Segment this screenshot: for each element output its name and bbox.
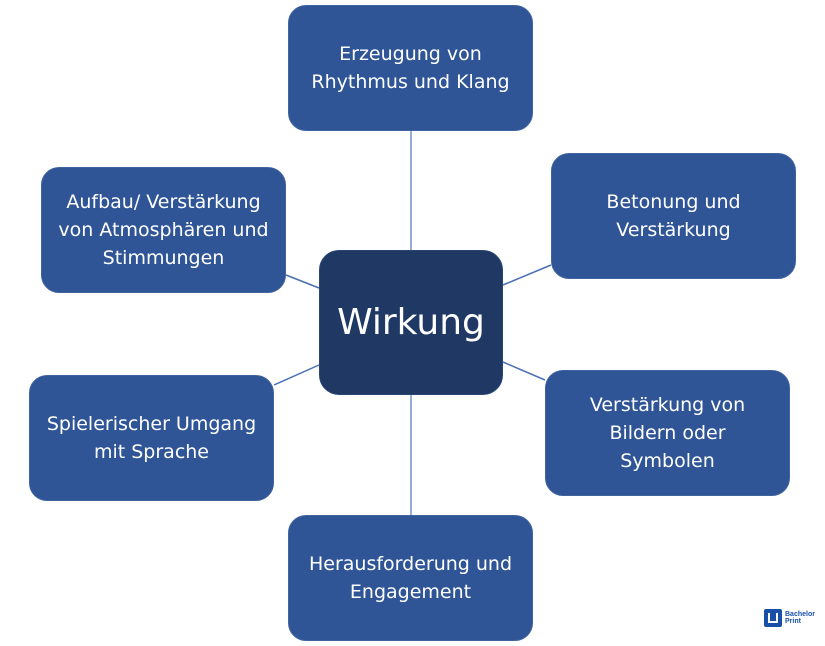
node-bottom: Herausforderung und Engagement (288, 515, 533, 641)
book-logo-icon (764, 609, 782, 627)
logo-line1: Bachelor (785, 611, 815, 618)
connector-left-lower (273, 364, 320, 386)
center-node-label: Wirkung (337, 301, 485, 343)
node-left-upper-label: Aufbau/ Verstärkung von Atmosphären und … (58, 191, 269, 269)
node-left-lower-label: Spielerischer Umgang mit Sprache (46, 413, 257, 463)
node-left-upper: Aufbau/ Verstärkung von Atmosphären und … (41, 167, 286, 293)
bachelorprint-logo: Bachelor Print (764, 609, 815, 627)
node-right-upper: Betonung und Verstärkung (551, 153, 796, 279)
center-node: Wirkung (319, 250, 503, 395)
connector-left-upper (285, 274, 320, 289)
connector-right-upper (502, 264, 552, 286)
node-right-lower: Verstärkung von Bildern oder Symbolen (545, 370, 790, 496)
node-left-lower: Spielerischer Umgang mit Sprache (29, 375, 274, 501)
node-top-label: Erzeugung von Rhythmus und Klang (311, 43, 510, 93)
node-right-lower-label: Verstärkung von Bildern oder Symbolen (589, 394, 746, 472)
connector-right-lower (502, 361, 546, 381)
logo-line2: Print (785, 618, 801, 625)
node-top: Erzeugung von Rhythmus und Klang (288, 5, 533, 131)
node-right-upper-label: Betonung und Verstärkung (606, 191, 741, 241)
node-bottom-label: Herausforderung und Engagement (308, 553, 513, 603)
